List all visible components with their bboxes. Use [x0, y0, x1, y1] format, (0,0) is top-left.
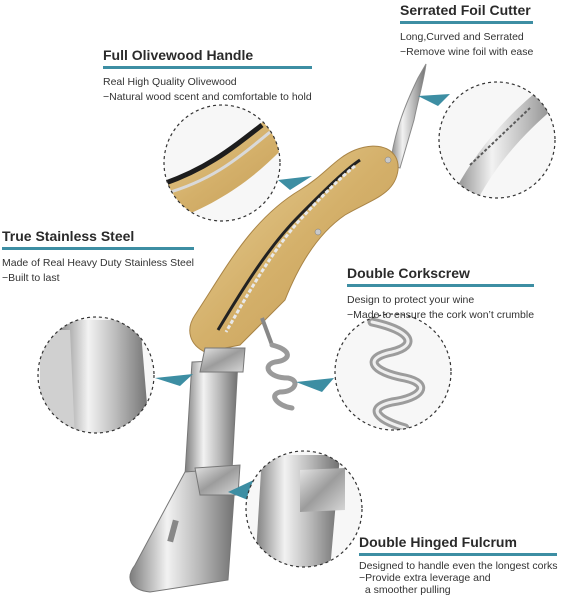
foil-cutter-blade: [389, 63, 427, 169]
description-line: −Remove wine foil with ease: [400, 46, 534, 58]
feature-title: Full Olivewood Handle: [103, 47, 254, 63]
feature-description: Long,Curved and Serrated −Remove wine fo…: [400, 30, 533, 60]
description-line: Made of Real Heavy Duty Stainless Steel: [2, 257, 195, 269]
pointer-corkscrew: [296, 378, 334, 392]
feature-title: Double Hinged Fulcrum: [359, 534, 517, 550]
description-line: −Provide extra leverage and: [359, 572, 491, 584]
feature-title: True Stainless Steel: [2, 228, 135, 244]
feature-corkscrew: Double Corkscrew Design to protect your …: [347, 265, 535, 323]
description-line: Designed to handle even the longest cork…: [359, 560, 558, 572]
title-underline: [2, 247, 195, 250]
feature-fulcrum: Double Hinged Fulcrum Designed to handle…: [359, 534, 558, 596]
title-underline: [400, 21, 534, 24]
callout-pointers: [155, 94, 450, 500]
feature-title: Serrated Foil Cutter: [400, 2, 531, 18]
feature-description: Design to protect your wine −Made to ens…: [347, 293, 534, 323]
description-line: −Natural wood scent and comfortable to h…: [103, 91, 312, 103]
pointer-steel: [155, 374, 193, 386]
description-line: Real High Quality Olivewood: [103, 76, 237, 88]
zoom-circle-handle: [163, 104, 281, 222]
title-underline: [347, 284, 535, 287]
title-underline: [103, 66, 312, 69]
feature-foil-cutter: Serrated Foil Cutter Long,Curved and Ser…: [400, 2, 534, 60]
zoom-circle-foil-cutter: [438, 81, 556, 199]
zoom-circle-corkscrew: [334, 313, 452, 431]
feature-title: Double Corkscrew: [347, 265, 470, 281]
description-line: −Built to last: [2, 272, 60, 284]
steel-lever: [129, 347, 246, 593]
description-line: a smoother pulling: [359, 584, 451, 596]
corkscrew-worm: [260, 317, 298, 411]
zoom-circle-steel: [37, 316, 155, 434]
feature-handle: Full Olivewood Handle Real High Quality …: [103, 47, 312, 105]
feature-steel: True Stainless Steel Made of Real Heavy …: [2, 228, 195, 286]
feature-description: Designed to handle even the longest cork…: [359, 560, 557, 596]
description-line: Long,Curved and Serrated: [400, 31, 524, 43]
olivewood-handle: [189, 145, 399, 353]
pointer-foil-cutter: [418, 94, 450, 106]
zoom-circle-fulcrum: [245, 450, 363, 568]
feature-description: Real High Quality Olivewood −Natural woo…: [103, 75, 312, 105]
title-underline: [359, 553, 558, 556]
description-line: −Made to ensure the cork won’t crumble: [347, 309, 535, 321]
pointer-handle: [278, 176, 312, 190]
feature-description: Made of Real Heavy Duty Stainless Steel …: [2, 256, 194, 286]
description-line: Design to protect your wine: [347, 294, 475, 306]
